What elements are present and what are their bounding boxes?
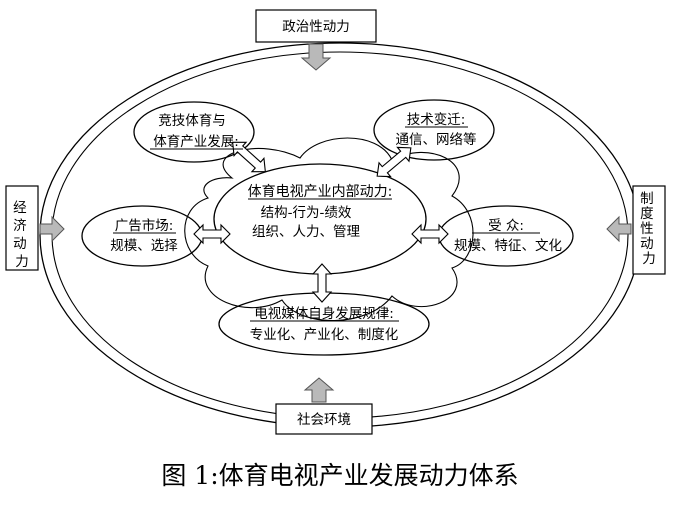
economic-label: 经 济 动 力 <box>13 200 31 270</box>
institutional-arrow-icon <box>606 215 632 243</box>
sports-node-line2: 体育产业发展: <box>153 134 239 150</box>
media-node-title: 电视媒体自身发展规律: <box>254 306 394 322</box>
economic-arrow-icon <box>39 215 65 243</box>
double-arrow-media <box>311 263 333 303</box>
political-label: 政治性动力 <box>282 19 350 35</box>
double-arrow-audience <box>411 223 449 245</box>
double-arrow-tech <box>376 146 412 178</box>
advert-node-line2: 规模、选择 <box>110 238 178 254</box>
media-node-ellipse <box>218 292 430 356</box>
tech-node-ellipse <box>373 99 495 161</box>
social-label: 社会环境 <box>297 412 351 428</box>
tech-node-title: 技术变迁: <box>407 112 466 128</box>
political-arrow-icon <box>300 43 332 71</box>
advert-node-ellipse <box>81 205 203 267</box>
double-arrow-sports <box>232 141 266 173</box>
sports-node-ellipse <box>133 101 255 163</box>
double-arrow-advert <box>193 223 231 245</box>
media-node-line2: 专业化、产业化、制度化 <box>250 327 399 343</box>
economic-box <box>5 185 39 271</box>
audience-node-ellipse <box>438 205 574 267</box>
institutional-box <box>632 185 666 275</box>
tech-node-line2: 通信、网络等 <box>396 131 477 148</box>
center-line2: 组织、人力、管理 <box>252 224 360 240</box>
audience-node-line2: 规模、特征、文化 <box>454 238 562 254</box>
institutional-label: 制 度 性 动 力 <box>640 191 658 267</box>
social-arrow-icon <box>303 377 335 403</box>
cloud-shape <box>184 137 474 322</box>
advert-node-title: 广告市场: <box>115 217 174 234</box>
political-box <box>255 9 377 43</box>
center-title: 体育电视产业内部动力: <box>248 184 393 200</box>
center-line1: 结构-行为-绩效 <box>261 205 352 221</box>
audience-node-title: 受 众: <box>488 218 524 234</box>
sports-node-title: 竞技体育与 <box>158 112 226 129</box>
figure-caption: 图 1:体育电视产业发展动力体系 <box>161 461 518 490</box>
social-box <box>275 403 373 435</box>
